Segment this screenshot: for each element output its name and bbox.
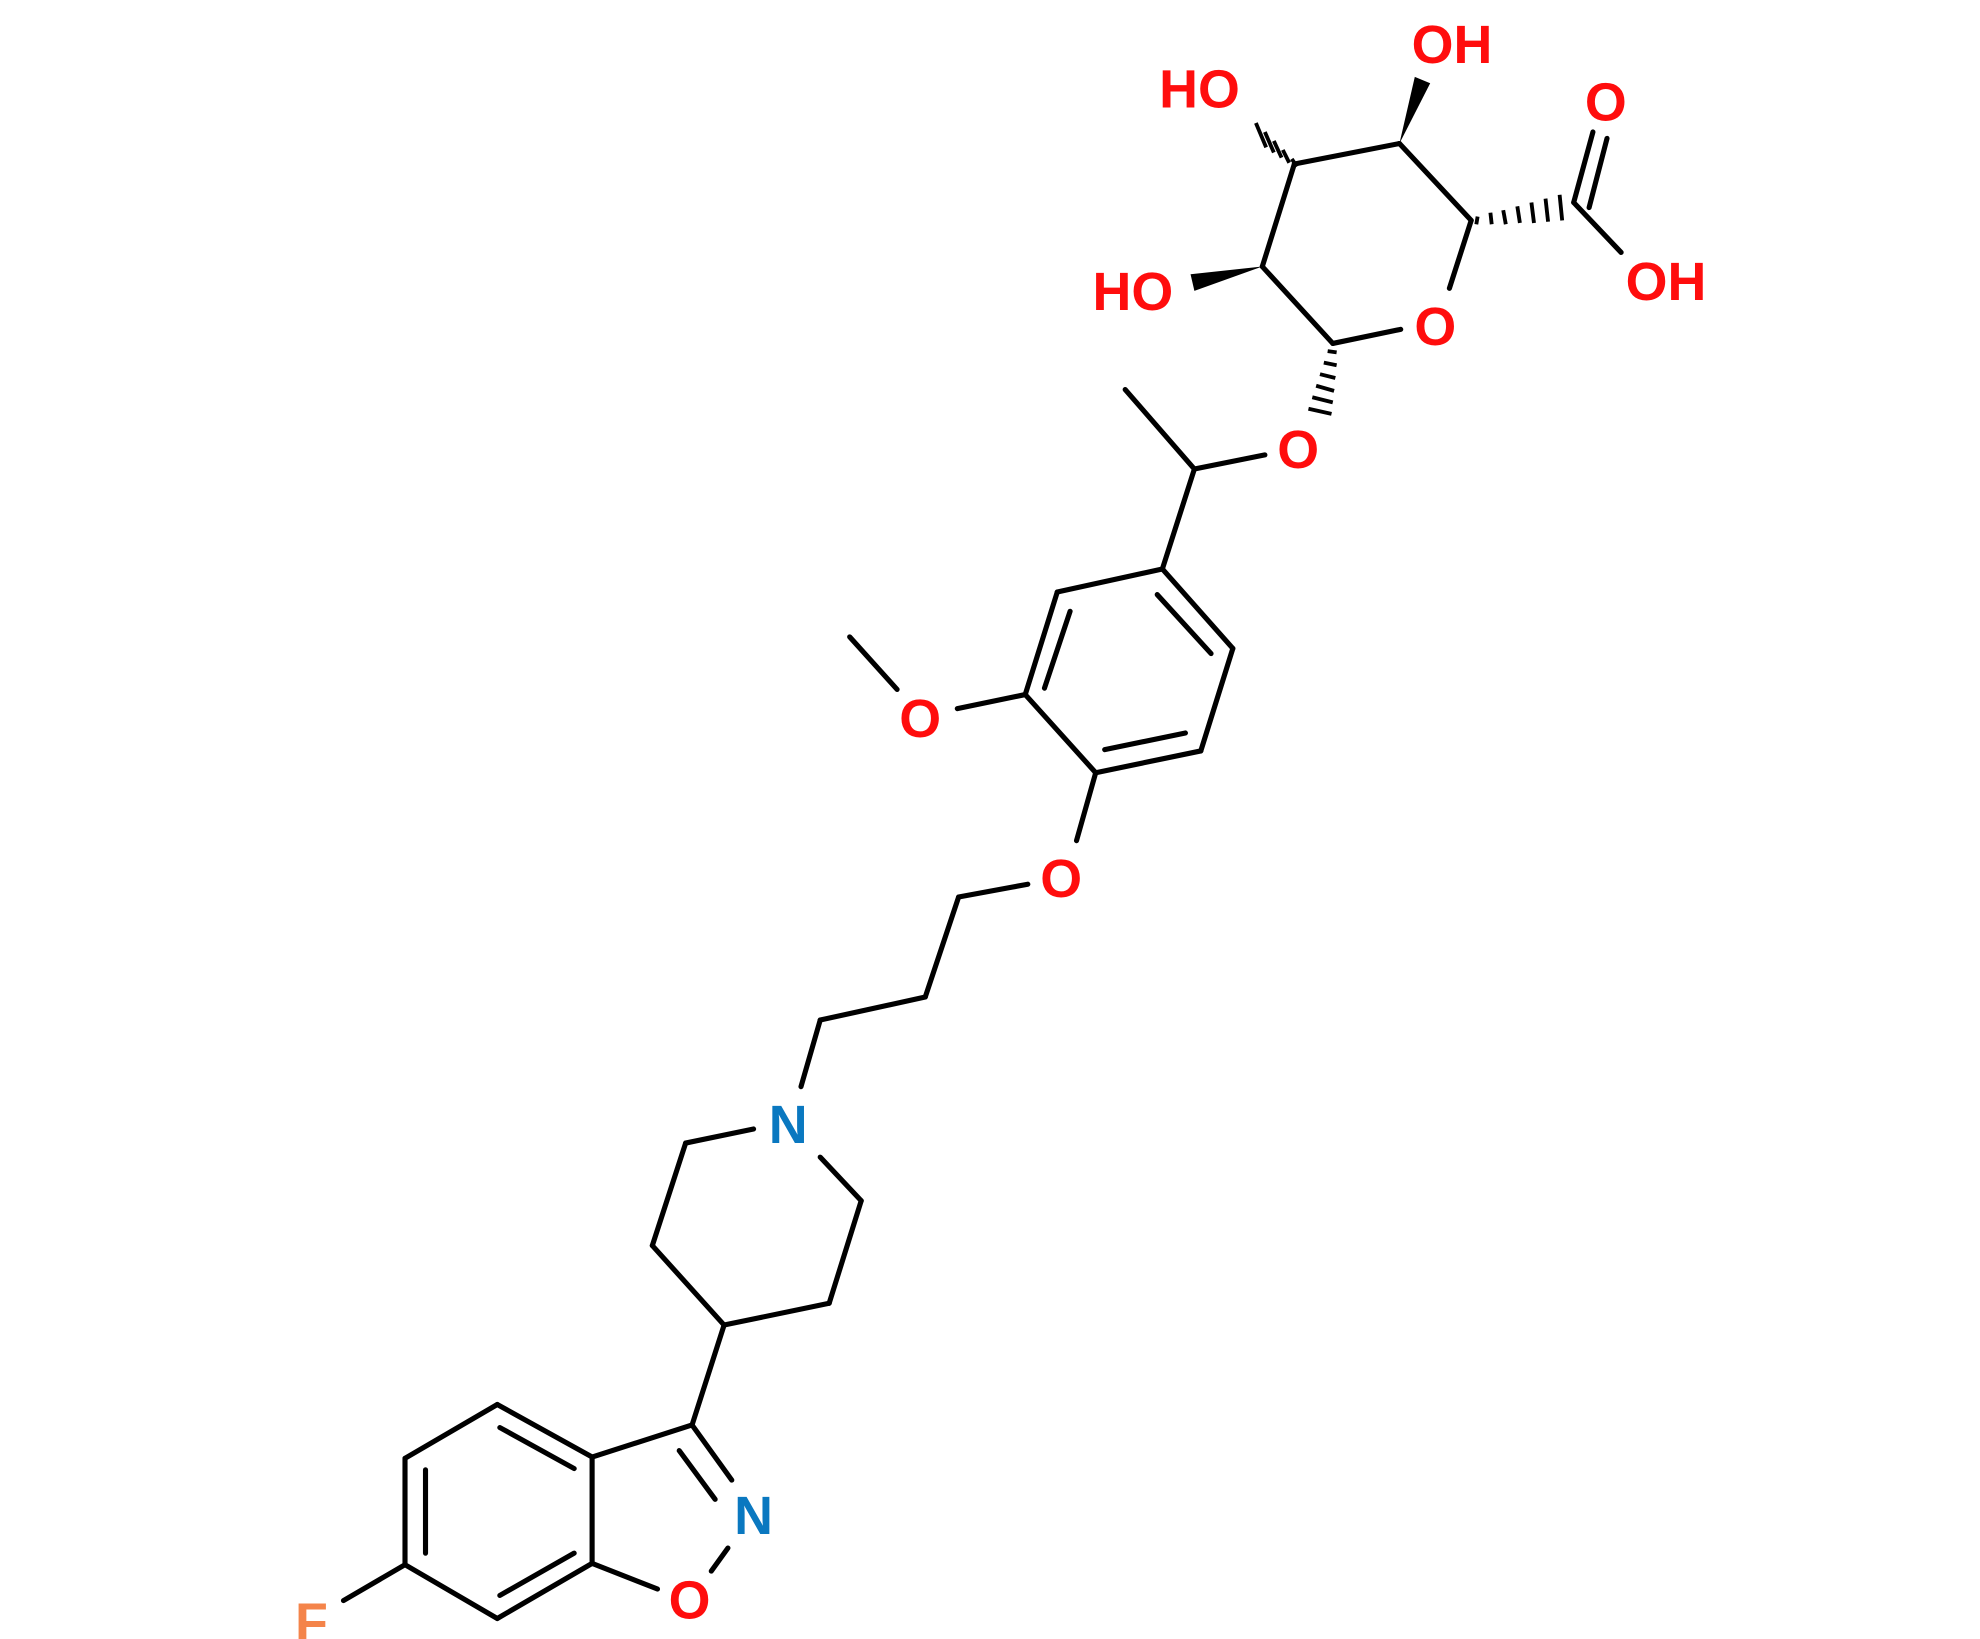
atom-n: N — [734, 1486, 773, 1546]
atom-ho: HO — [1159, 60, 1240, 120]
atom-f: F — [295, 1592, 328, 1639]
atom-labels: OH HO HO O OH O O O O N N O F — [295, 15, 1706, 1639]
wedge-bond — [1399, 76, 1431, 144]
atom-o: O — [1040, 849, 1082, 909]
atom-n: N — [769, 1095, 808, 1155]
bonds — [340, 76, 1624, 1622]
wedge-bond — [1190, 266, 1263, 291]
atom-o: O — [899, 689, 941, 749]
atom-o: O — [1277, 420, 1319, 480]
atom-oh: OH — [1412, 15, 1493, 75]
hash-bond — [1254, 122, 1299, 168]
atom-o: O — [669, 1571, 711, 1631]
atom-o: O — [1414, 297, 1456, 357]
atom-o: O — [1585, 73, 1627, 133]
atom-oh: OH — [1626, 252, 1707, 312]
atom-ho: HO — [1093, 262, 1174, 322]
